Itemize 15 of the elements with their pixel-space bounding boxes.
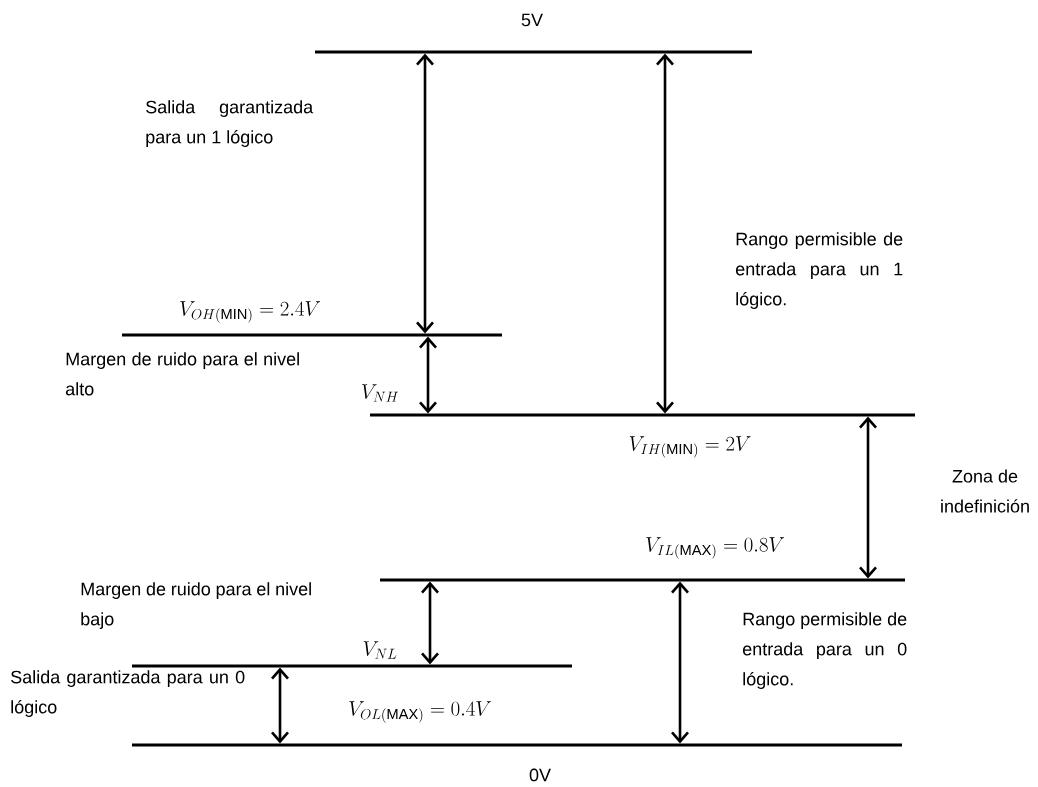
annotation-text: Salida garantizada para un 1 lógico xyxy=(146,100,314,147)
annotation-text: Rango permisible de entrada para un 0 lógico. xyxy=(743,612,907,689)
voltage-label: $V_{NL}$ xyxy=(363,641,397,659)
voltage-label: $V_{OH(\mathrm{MIN})} = 2.4V$ xyxy=(180,301,321,323)
voltage-label: $V_{IH(\mathrm{MIN})} = 2V$ xyxy=(629,436,751,458)
voltage-label: 5V xyxy=(521,13,543,27)
annotation-text: Salida garantizada para un 0 lógico xyxy=(11,670,245,717)
annotation-text: Margen de ruido para el nivel bajo xyxy=(81,582,311,629)
voltage-label: 0V xyxy=(529,768,551,782)
annotation-text: Margen de ruido para el nivel alto xyxy=(65,352,299,396)
annotation-text: Rango permisible de entrada para un 1 lógico. xyxy=(736,232,903,309)
voltage-label: $V_{NH}$ xyxy=(362,384,399,402)
voltage-label: $V_{IL(\mathrm{MAX})} = 0.8V$ xyxy=(646,537,785,559)
voltage-label: $V_{OL(\mathrm{MAX})} = 0.4V$ xyxy=(349,701,491,723)
annotation-text: Zona de indefinición xyxy=(941,469,1029,513)
